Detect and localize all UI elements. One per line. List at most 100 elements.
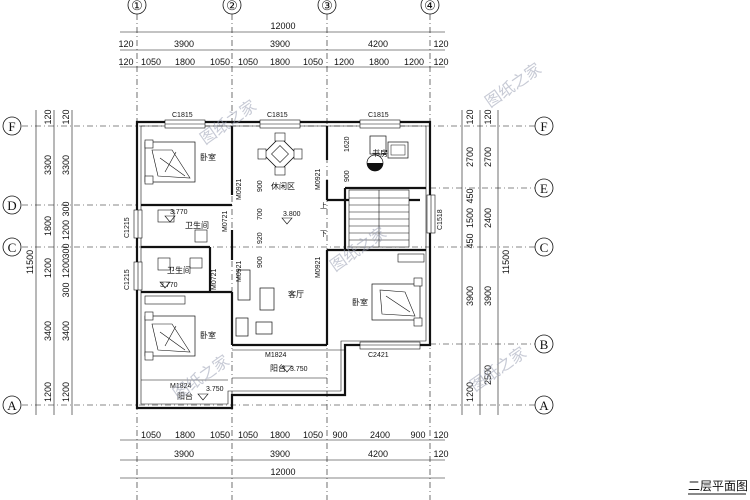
dim-label-920: 920 xyxy=(257,232,264,244)
dim-label-900-c: 900 xyxy=(257,256,264,268)
window-label-left-1: C1215 xyxy=(124,217,131,238)
left-inner-dim-6: 300 xyxy=(61,282,71,297)
dim-label-900-a: 900 xyxy=(257,180,264,192)
axis-label-F-right: F xyxy=(540,119,547,134)
elevation-3770-b: 3.770 xyxy=(160,282,178,289)
axis-row-D: D xyxy=(2,195,137,215)
room-study: 书房 xyxy=(372,148,388,158)
room-bath-upper: 卫生间 xyxy=(185,220,209,230)
door-label-m1824-sw: M1824 xyxy=(170,383,192,390)
axis-label-B-right: B xyxy=(540,337,549,352)
elevation-3750-a: 3.750 xyxy=(290,366,308,373)
bottom-edge-dim-right-2: 120 xyxy=(433,449,448,459)
top-edge-dim-right-2: 120 xyxy=(433,57,448,67)
door-label-m0921-a: M0921 xyxy=(236,178,243,200)
top-row1-dim-3: 4200 xyxy=(368,39,388,49)
left-outer-dim-3: 1200 xyxy=(43,258,53,278)
top-edge-dim-left-2: 120 xyxy=(118,57,133,67)
axis-row-A: A A xyxy=(2,395,554,415)
watermark-2: 图纸之家 xyxy=(481,59,544,111)
left-dimension-lines: 11500 120 3300 1800 1200 3400 1200 120 3… xyxy=(25,109,73,415)
room-bedroom-sw: 卧室 xyxy=(200,330,216,340)
bottom-row1-dim-4: 1050 xyxy=(238,430,258,440)
axis-row-B: B xyxy=(430,334,554,354)
dim-label-900-b: 900 xyxy=(344,170,351,182)
room-balcony-sw: 阳台 xyxy=(177,391,193,401)
right-dimension-lines: 120 2700 450 1500 450 3900 1200 120 2700… xyxy=(461,109,511,415)
drawing-title-text: 二层平面图 xyxy=(688,479,748,493)
elevation-3800: 3.800 xyxy=(283,211,301,218)
exterior-walls xyxy=(133,119,436,410)
cabinet-icon xyxy=(235,317,249,337)
bottom-row1-dim-7: 900 xyxy=(332,430,347,440)
axis-label-4: ④ xyxy=(424,0,436,13)
right-inner-dim-2: 450 xyxy=(465,188,475,203)
door-label-m0921-c: M0921 xyxy=(236,260,243,282)
bottom-edge-dim-right-1: 120 xyxy=(433,430,448,440)
top-row2-dim-3: 1050 xyxy=(210,57,230,67)
staircase: 上 下 xyxy=(320,189,410,248)
top-row2-dim-4: 1050 xyxy=(238,57,258,67)
shower-icon xyxy=(189,257,203,269)
left-total-dim: 11500 xyxy=(25,250,35,274)
bottom-row1-dim-3: 1050 xyxy=(210,430,230,440)
drawing-title: 二层平面图 xyxy=(688,479,748,495)
right-outer-dim-4: 2500 xyxy=(483,365,493,385)
coffee-table-icon xyxy=(259,287,275,311)
top-dimension-lines: 12000 120 120 3900 3900 4200 120 120 105… xyxy=(118,21,449,68)
bottom-row2-dim-2: 3900 xyxy=(270,449,290,459)
axis-label-3: ③ xyxy=(321,0,333,13)
elevation-3770-a: 3.770 xyxy=(170,209,188,216)
top-row2-dim-6: 1050 xyxy=(303,57,323,67)
door-label-m0721-a: M0721 xyxy=(222,210,229,232)
axis-label-D-left: D xyxy=(7,198,16,213)
axis-label-A-left: A xyxy=(7,398,17,413)
stair-down-label: 下 xyxy=(320,230,327,238)
axis-label-E-right: E xyxy=(540,181,548,196)
left-inner-dim-2: 300 xyxy=(61,201,71,216)
top-row1-dim-2: 3900 xyxy=(270,39,290,49)
axis-label-C-left: C xyxy=(8,240,17,255)
right-edge-dim-2: 120 xyxy=(483,109,493,124)
room-leisure: 休闲区 xyxy=(271,181,295,191)
axis-label-1: ① xyxy=(131,0,143,13)
elevation-3750-b: 3.750 xyxy=(206,386,224,393)
window-label-bottom: C2421 xyxy=(368,352,389,359)
right-outer-dim-1: 2700 xyxy=(483,147,493,167)
right-outer-dim-3: 3900 xyxy=(483,286,493,306)
axis-label-C-right: C xyxy=(540,240,549,255)
door-label-m0921-d: M0921 xyxy=(315,256,322,278)
right-inner-dim-5: 3900 xyxy=(465,286,475,306)
left-edge-dim-1: 120 xyxy=(43,109,53,124)
axis-row-C: C C xyxy=(2,237,554,257)
axis-label-2: ② xyxy=(226,0,238,13)
left-outer-dim-2: 1800 xyxy=(43,216,53,236)
axis-label-F-left: F xyxy=(8,119,15,134)
tv-cabinet-icon xyxy=(237,269,251,301)
right-inner-dim-6: 1200 xyxy=(465,382,475,402)
left-outer-dim-4: 3400 xyxy=(43,321,53,341)
left-inner-dim-3: 1200 xyxy=(61,220,71,240)
top-row2-dim-1: 1050 xyxy=(141,57,161,67)
left-inner-dim-4: 300 xyxy=(61,243,71,258)
right-edge-dim-1: 120 xyxy=(465,109,475,124)
table-and-chairs-icon xyxy=(257,132,303,176)
axis-label-A-right: A xyxy=(539,398,549,413)
bottom-row2-dim-1: 3900 xyxy=(174,449,194,459)
left-inner-dim-8: 1200 xyxy=(61,382,71,402)
left-outer-dim-5: 1200 xyxy=(43,382,53,402)
right-inner-dim-3: 1500 xyxy=(465,208,475,228)
bottom-row1-dim-8: 2400 xyxy=(370,430,390,440)
window-label-right: C1518 xyxy=(437,209,444,230)
watermark-4: 图纸之家 xyxy=(169,351,232,403)
axis-row-E: E xyxy=(430,178,554,198)
top-row2-dim-9: 1200 xyxy=(404,57,424,67)
study-desk-icon xyxy=(366,135,409,172)
top-row2-dim-7: 1200 xyxy=(334,57,354,67)
armchair-icon xyxy=(255,321,273,335)
bottom-row1-dim-2: 1800 xyxy=(175,430,195,440)
bottom-row1-dim-9: 900 xyxy=(410,430,425,440)
elevation-marks: 3.800 3.770 3.770 3.750 3.750 xyxy=(159,209,308,401)
top-row1-dim-1: 3900 xyxy=(174,39,194,49)
